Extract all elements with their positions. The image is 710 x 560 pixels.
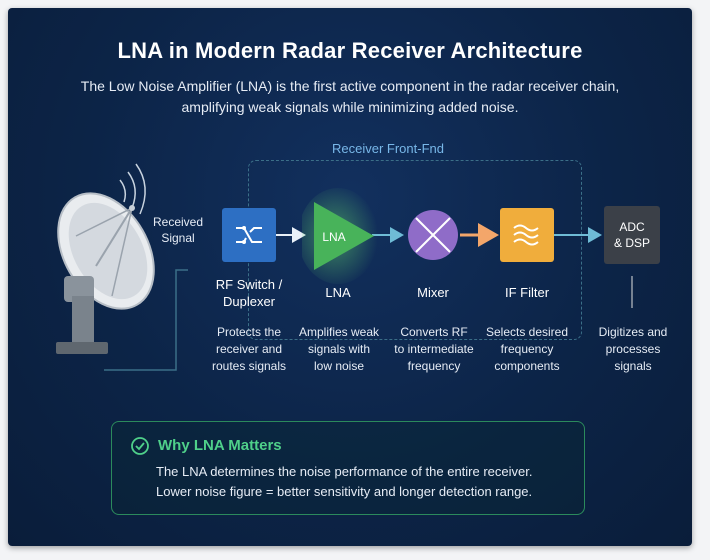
if-filter-block	[500, 208, 554, 262]
mixer-cross-icon	[408, 210, 458, 260]
adc-desc-line-3: signals	[614, 359, 652, 373]
lna-block: LNA	[298, 186, 382, 291]
rf-switch-label-line-2: Duplexer	[222, 294, 276, 309]
lna-desc-line-3: low noise	[313, 359, 365, 373]
signal-waves	[119, 163, 146, 215]
switch-icon	[236, 226, 262, 244]
adc-symbol-line-2: & DSP	[613, 236, 650, 250]
adc-symbol-line-1: ADC	[619, 220, 645, 234]
antenna-feed-line	[104, 269, 188, 371]
receiver-frontend-label: Receiver Front-Fnd	[332, 141, 444, 156]
adc-desc-line-1: Digitizes and	[598, 325, 668, 339]
why-line-1: The LNA determines the noise performance…	[156, 464, 533, 479]
diagram-subtitle: The Low Noise Amplifier (LNA) is the fir…	[80, 78, 620, 115]
lna-description: Amplifies weak signals with low noise	[294, 324, 384, 375]
satellite-dish-icon	[56, 192, 155, 354]
check-circle-icon	[131, 437, 149, 455]
diagram-title: LNA in Modern Radar Receiver Architectur…	[117, 38, 583, 63]
if-filter-desc-line-3: components	[494, 359, 560, 373]
mixer-description: Converts RF to intermediate frequency	[388, 324, 480, 375]
lna-label: LNA	[325, 285, 351, 300]
received-signal-line-1: Received	[152, 215, 204, 229]
mixer-label: Mixer	[417, 285, 449, 300]
filter-wave-icon	[513, 224, 539, 246]
adc-dsp-block: ADC & DSP	[604, 206, 660, 264]
rf-switch-desc-line-3: routes signals	[211, 359, 287, 373]
why-line-2: Lower noise figure = better sensitivity …	[156, 484, 533, 499]
if-filter-label: IF Filter	[504, 285, 550, 300]
rf-switch-label: RF Switch / Duplexer	[204, 276, 294, 310]
lna-desc-line-2: signals with	[307, 342, 371, 356]
if-filter-description: Selects desired frequency components	[480, 324, 574, 375]
received-signal-line-2: Signal	[161, 231, 195, 245]
adc-description: Digitizes and processes signals	[588, 324, 678, 375]
rf-switch-block	[222, 208, 276, 262]
mixer-desc-line-1: Converts RF	[400, 325, 468, 339]
rf-switch-description: Protects the receiver and routes signals	[204, 324, 294, 375]
mixer-desc-line-3: frequency	[407, 359, 461, 373]
mixer-block	[406, 208, 460, 262]
lna-symbol-text: LNA	[322, 230, 345, 244]
if-filter-desc-line-1: Selects desired	[485, 325, 569, 339]
lna-desc-line-1: Amplifies weak	[298, 325, 380, 339]
received-signal-label: Received Signal	[148, 214, 208, 246]
rf-switch-desc-line-1: Protects the	[216, 325, 282, 339]
diagram-panel: LNA in Modern Radar Receiver Architectur…	[8, 8, 692, 546]
mixer-desc-line-2: to intermediate	[394, 342, 474, 356]
why-lna-matters-box	[111, 421, 585, 515]
rf-switch-label-line-1: RF Switch /	[215, 277, 283, 292]
signal-path-lines	[104, 163, 633, 371]
why-lna-matters-title: Why LNA Matters	[158, 437, 282, 454]
adc-desc-line-2: processes	[605, 342, 661, 356]
if-filter-desc-line-2: frequency	[500, 342, 554, 356]
why-lna-matters-text: The LNA determines the noise performance…	[156, 462, 576, 502]
rf-switch-desc-line-2: receiver and	[215, 342, 283, 356]
